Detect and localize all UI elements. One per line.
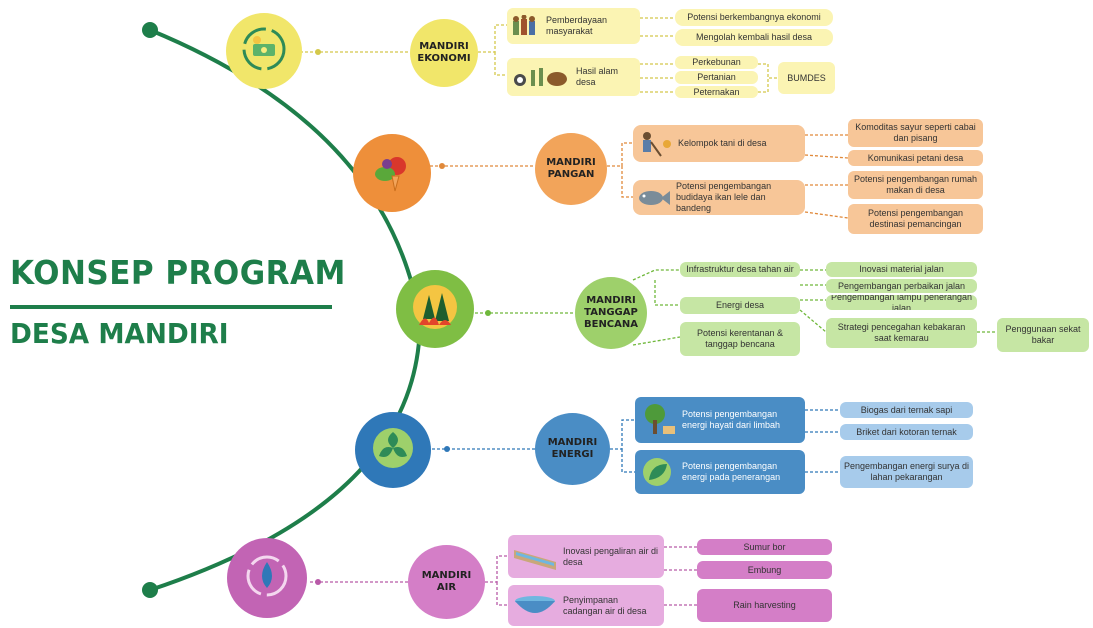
pangan-node: [353, 134, 431, 212]
ekonomi-item-pertanian: Pertanian: [675, 71, 758, 84]
bencana-box-kerentanan: Potensi kerentanan & tanggap bencana: [680, 322, 800, 356]
pangan-box-kelompok-tani: Kelompok tani di desa: [633, 125, 805, 162]
category-energi: MANDIRI ENERGI: [535, 413, 610, 485]
category-pangan: MANDIRI PANGAN: [535, 133, 607, 205]
bencana-box-energi: Energi desa: [680, 297, 800, 314]
pangan-item-komunikasi: Komunikasi petani desa: [848, 150, 983, 166]
money-cycle-icon: [240, 25, 288, 78]
energi-box-hayati: Potensi pengembangan energi hayati dari …: [635, 397, 805, 443]
ekonomi-node: [226, 13, 302, 89]
air-box-pengaliran: Inovasi pengaliran air di desa: [508, 535, 664, 578]
ekonomi-bumdes: BUMDES: [778, 62, 835, 94]
water-drop-icon: [242, 551, 292, 606]
people-icon: [511, 15, 541, 37]
ekonomi-box-hasil-alam-label: Hasil alam desa: [576, 66, 619, 87]
energi-node: [355, 412, 431, 488]
bencana-node: [396, 270, 474, 348]
energi-box-penerangan-label: Potensi pengembangan energi pada peneran…: [682, 461, 781, 482]
leaves-recycle-icon: [369, 424, 417, 477]
ekonomi-item-perkebunan: Perkebunan: [675, 56, 758, 69]
air-box-penyimpanan: Penyimpanan cadangan air di desa: [508, 585, 664, 626]
pangan-item-komoditas: Komoditas sayur seperti cabai dan pisang: [848, 119, 983, 147]
page-subtitle: DESA MANDIRI: [10, 317, 229, 350]
leaf-icon: [639, 456, 677, 488]
spine-end-dot: [142, 582, 158, 598]
bencana-box-infrastruktur: Infrastruktur desa tahan air: [680, 262, 800, 277]
farm-produce-icon: [511, 64, 571, 90]
energi-item-surya: Pengembangan energi surya di lahan pekar…: [840, 456, 973, 488]
ekonomi-item-potensi: Potensi berkembangnya ekonomi: [675, 9, 833, 26]
pangan-item-rumah-makan: Potensi pengembangan rumah makan di desa: [848, 171, 983, 199]
category-ekonomi: MANDIRI EKONOMI: [410, 19, 478, 87]
tree-cow-icon: [639, 402, 677, 438]
title-divider: [10, 305, 332, 309]
bencana-item-perbaikan: Pengembangan perbaikan jalan: [826, 279, 977, 293]
water-channel-icon: [512, 542, 558, 572]
air-box-penyimpanan-label: Penyimpanan cadangan air di desa: [563, 594, 647, 616]
pangan-box-budidaya-ikan-label: Potensi pengembangan budidaya ikan lele …: [676, 181, 772, 213]
water-basin-icon: [512, 591, 558, 621]
spine-start-dot: [142, 22, 158, 38]
fish-icon: [637, 187, 671, 209]
ekonomi-box-pemberdayaan: Pemberdayaan masyarakat: [507, 8, 640, 44]
bencana-item-inovasi: Inovasi material jalan: [826, 262, 977, 277]
category-bencana: MANDIRI TANGGAP BENCANA: [575, 277, 647, 349]
energi-box-penerangan: Potensi pengembangan energi pada peneran…: [635, 450, 805, 494]
air-item-embung: Embung: [697, 561, 832, 579]
bencana-item-strategi: Strategi pencegahan kebakaran saat kemar…: [826, 318, 977, 348]
pangan-item-pemancingan: Potensi pengembangan destinasi pemancing…: [848, 204, 983, 234]
pangan-box-kelompok-tani-label: Kelompok tani di desa: [678, 138, 767, 148]
forest-fire-icon: [409, 281, 461, 338]
ekonomi-item-mengolah: Mengolah kembali hasil desa: [675, 29, 833, 46]
energi-item-briket: Briket dari kotoran ternak: [840, 424, 973, 440]
ekonomi-item-peternakan: Peternakan: [675, 86, 758, 98]
air-node: [227, 538, 307, 618]
air-item-sumur-bor: Sumur bor: [697, 539, 832, 555]
bencana-item-sekat-bakar: Penggunaan sekat bakar: [997, 318, 1089, 352]
farmer-icon: [637, 130, 673, 158]
energi-item-biogas: Biogas dari ternak sapi: [840, 402, 973, 418]
ekonomi-box-pemberdayaan-label: Pemberdayaan masyarakat: [546, 15, 608, 36]
spine-arc: [149, 28, 423, 592]
energi-box-hayati-label: Potensi pengembangan energi hayati dari …: [682, 409, 781, 430]
ekonomi-box-hasil-alam: Hasil alam desa: [507, 58, 640, 96]
category-air: MANDIRI AIR: [408, 545, 485, 619]
air-item-rain-harvesting: Rain harvesting: [697, 589, 832, 622]
bencana-item-lampu: Pengembangan lampu penerangan jalan: [826, 295, 977, 310]
vegetables-icon: [367, 146, 417, 201]
page-title: KONSEP PROGRAM: [10, 253, 346, 292]
air-box-pengaliran-label: Inovasi pengaliran air di desa: [563, 545, 659, 567]
pangan-box-budidaya-ikan: Potensi pengembangan budidaya ikan lele …: [633, 180, 805, 215]
